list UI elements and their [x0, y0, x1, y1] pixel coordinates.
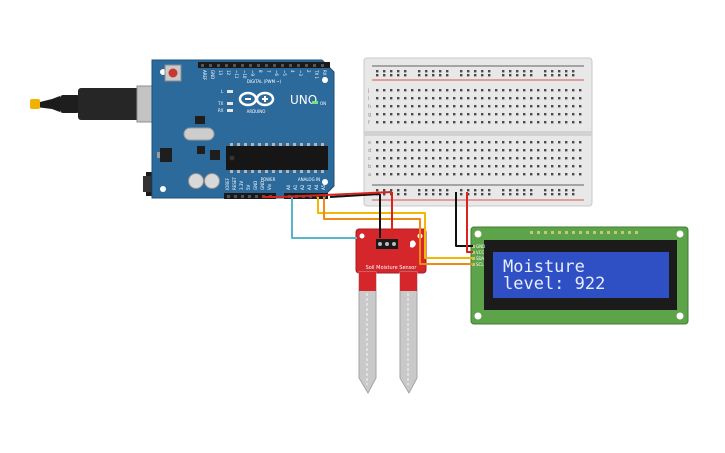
sensor-label: Soil Moisture Sensor [366, 265, 418, 271]
reset-button[interactable] [168, 68, 178, 78]
power-pin-label: 3.3V [239, 181, 244, 190]
capacitor-icon [188, 173, 204, 189]
led-rx-icon [227, 109, 233, 112]
lcd-line-2: level: 922 [503, 274, 605, 294]
digital-pin-label: ~5 [282, 70, 287, 76]
arduino-brand-label: ARDUINO [247, 109, 266, 114]
led-tx-label: TX [217, 101, 223, 106]
power-pin-label: IOREF [225, 177, 230, 190]
breadboard-row-label: a [368, 172, 371, 178]
sparkfun-flame-icon [410, 240, 416, 248]
crystal-oscillator [183, 127, 215, 141]
digital-pin-label: RX 0 [322, 70, 327, 80]
breadboard-row-label: g [368, 112, 371, 118]
power-pin-label: Vin [267, 183, 272, 190]
digital-pin-label: GND [210, 70, 215, 79]
digital-pin-label: 13 [218, 70, 223, 76]
breadboard-row-label: h [368, 104, 371, 110]
power-pin-label: GND [260, 181, 265, 190]
breadboard-row-label: b [368, 164, 371, 170]
wire-arduino-5v [262, 191, 393, 198]
wire-lcd-vcc [466, 192, 473, 253]
breadboard-row-label: i [368, 96, 369, 102]
wire-scl [323, 197, 473, 265]
analog-pin-label: A3 [307, 184, 312, 190]
breadboard-row-label: d [368, 148, 371, 154]
digital-header [198, 62, 330, 68]
arduino-infinity-logo [238, 91, 275, 107]
power-led-icon [312, 101, 318, 104]
lcd-pin-label: SDA [476, 256, 485, 261]
digital-pin-label: 8 [258, 70, 263, 73]
digital-pin-label: 7 [266, 70, 271, 73]
breadboard-center-channel [364, 131, 592, 136]
digital-pin-label: ~6 [274, 70, 279, 76]
breadboard-row-label: c [368, 156, 371, 162]
breadboard-row-label: j [367, 88, 369, 94]
power-pin-label: 5V [246, 184, 251, 190]
power-header-label: POWER [261, 177, 276, 182]
digital-pin-label: TX 1 [314, 69, 319, 79]
usb-cable-tip-icon [30, 99, 40, 109]
wire-sda [317, 197, 473, 259]
led-l-label: L [221, 89, 224, 94]
digital-pin-label: ~9 [250, 70, 255, 76]
analog-pin-label: A2 [300, 184, 305, 190]
power-pin-label: RESET [232, 177, 237, 190]
breadboard-row-label: e [368, 140, 371, 146]
capacitor-icon [204, 173, 220, 189]
digital-pin-label: AREF [202, 70, 207, 81]
analog-pin-label: A1 [293, 184, 298, 190]
analog-pin-label: A0 [286, 184, 291, 190]
lcd-pin-label: VCC [476, 250, 485, 255]
led-l-icon [227, 90, 233, 93]
led-tx-icon [227, 102, 233, 105]
sensor-probe-right [399, 271, 418, 395]
lcd-screen [493, 252, 669, 298]
analog-pin-label: A4 [314, 184, 319, 190]
digital-pin-label: ~11 [234, 70, 239, 79]
wire-arduino-gnd [329, 193, 381, 198]
wires [262, 191, 473, 265]
breadboard-row-label: f [368, 120, 370, 126]
led-on-label: ON [320, 101, 326, 106]
digital-pin-label: ~3 [298, 70, 303, 76]
digital-pin-label: ~10 [242, 70, 247, 79]
digital-pin-label: 2 [306, 70, 311, 73]
wire-sensor-signal [291, 197, 357, 239]
analog-header-label: ANALOG IN [298, 177, 320, 182]
digital-pwm-label: DIGITAL (PWM ~) [247, 79, 282, 84]
atmega-chip [226, 143, 328, 173]
led-rx-label: RX [218, 108, 224, 113]
analog-pin-label: A5 [321, 184, 326, 190]
sensor-probe-left [358, 271, 377, 395]
lcd-pin-label: SCL [476, 262, 484, 267]
lcd-pin-label: GND [476, 244, 485, 249]
power-pin-label: GND [253, 181, 258, 190]
uno-label: UNO [290, 93, 317, 107]
lcd-line-1: Moisture [503, 257, 585, 277]
digital-pin-label: 4 [290, 70, 295, 73]
soil-moisture-sensor: Soil Moisture Sensor [355, 228, 427, 395]
digital-pin-label: 12 [226, 70, 231, 76]
